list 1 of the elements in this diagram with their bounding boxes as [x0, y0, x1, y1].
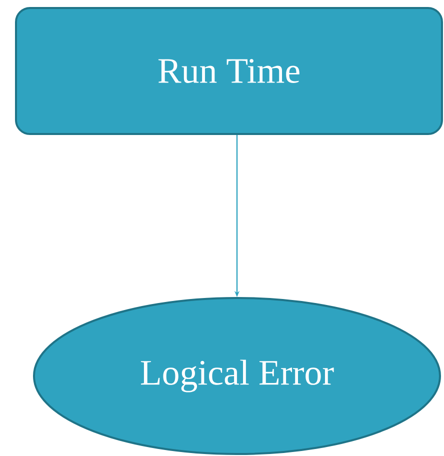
- process-box: Run Time: [15, 7, 443, 135]
